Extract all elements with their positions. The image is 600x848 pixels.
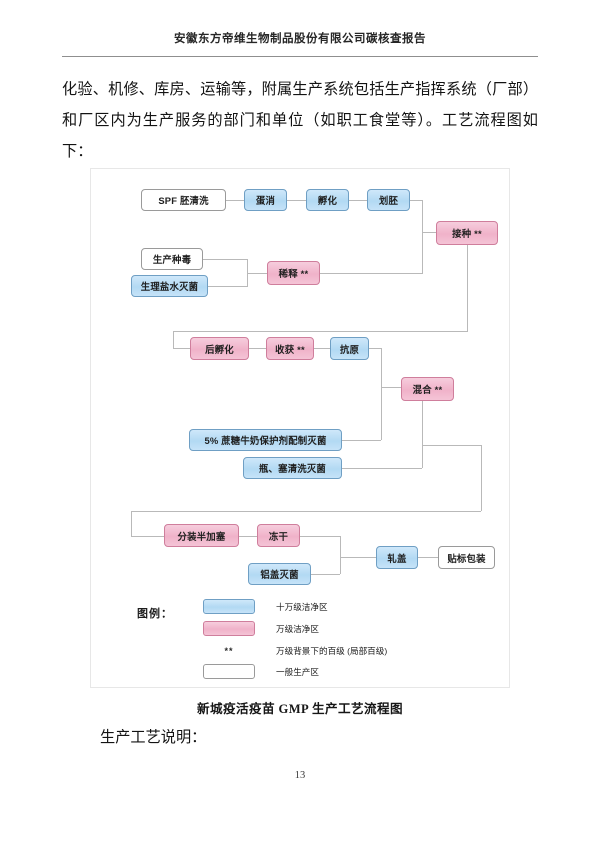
legend-title: 图例： (137, 608, 173, 620)
node-label: 蛋消 (255, 195, 276, 206)
node-saline-sterilization[interactable]: 生理盐水灭菌 (131, 275, 208, 297)
connector-merge-to-xishi (247, 273, 267, 274)
node-label: 后孵化 (205, 343, 234, 355)
connector-zhagai-tiebiao (418, 557, 438, 558)
connector-pingsai-up (422, 445, 423, 468)
node-label: 接种 ** (452, 228, 482, 239)
node-filling-half-stoppering[interactable]: 分装半加塞 (164, 524, 239, 547)
node-label: 5% 蔗糖牛奶保护剂配制灭菌 (204, 435, 327, 446)
connector-right-rail (481, 445, 482, 511)
connector-xishi-right (320, 273, 422, 274)
node-antigen[interactable]: 抗原 (330, 337, 369, 360)
legend-swatch-pink (203, 621, 255, 636)
connector-zhetang-right (342, 440, 381, 441)
node-label: 轧盖 (387, 552, 407, 564)
legend-label-stars: 万级背景下的百级 (局部百级) (276, 646, 388, 656)
body-paragraph: 化验、机修、库房、运输等，附属生产系统包括生产指挥系统（厂部）和厂区内为生产服务… (62, 81, 538, 160)
node-labeling-packaging[interactable]: 贴标包装 (438, 546, 495, 569)
connector-pingsai-right (342, 468, 422, 469)
node-label: 冻干 (268, 530, 289, 542)
legend-swatch-stars: ** (224, 645, 234, 656)
connector-donggan-right (300, 536, 340, 537)
node-inoculation[interactable]: 接种 ** (436, 221, 498, 245)
process-flowchart: SPF 胚清洗 蛋消 孵化 划胚 接种 ** 生产种毒 生理盐水灭菌 稀释 **… (90, 168, 510, 688)
node-label: 收获 ** (275, 343, 305, 355)
connector-into-hunhe (381, 387, 401, 388)
node-capping[interactable]: 轧盖 (376, 546, 418, 569)
connector-lvgai-right (311, 574, 340, 575)
figure-caption: 新城疫活疫苗 GMP 生产工艺流程图 (197, 702, 403, 716)
connector-fenzhuang-down (131, 511, 132, 536)
header-rule (62, 56, 538, 57)
connector-into-houfuhua (173, 348, 190, 349)
node-sucrose-milk-protectant[interactable]: 5% 蔗糖牛奶保护剂配制灭菌 (189, 429, 342, 451)
node-label: 混合 ** (412, 384, 443, 395)
legend-label-pink: 万级洁净区 (276, 624, 319, 634)
connector-fuhua-huapi (349, 200, 367, 201)
node-label: 划胚 (378, 195, 399, 206)
node-harvest[interactable]: 收获 ** (266, 337, 314, 360)
node-label: SPF 胚清洗 (158, 195, 209, 206)
node-embryo-marking[interactable]: 划胚 (367, 189, 410, 211)
node-label: 抗原 (339, 343, 360, 355)
connector-kangyuan-stub (369, 348, 381, 349)
node-bottle-stopper-wash[interactable]: 瓶、塞清洗灭菌 (243, 457, 342, 479)
node-label: 生理盐水灭菌 (140, 281, 199, 292)
connector-lvgai-up (340, 557, 341, 574)
connector-shouhuo-kangyuan (314, 348, 330, 349)
legend-swatch-white (203, 664, 255, 679)
running-header: 安徽东方帝维生物制品股份有限公司碳核查报告 (174, 33, 426, 45)
node-egg-disinfection[interactable]: 蛋消 (244, 189, 287, 211)
connector-kangyuan-drop (381, 348, 382, 387)
connector-to-fenzhuang-row (131, 511, 481, 512)
node-incubation[interactable]: 孵化 (306, 189, 349, 211)
connector-into-zhagai (340, 557, 376, 558)
node-spf-embryo-wash[interactable]: SPF 胚清洗 (141, 189, 226, 211)
connector-yanshui-out (208, 286, 247, 287)
legend-swatch-blue (203, 599, 255, 614)
connector-spf-danxiao (226, 200, 244, 201)
page-number: 13 (294, 770, 306, 781)
trailing-text: 生产工艺说明： (100, 729, 207, 746)
legend-label-white: 一般生产区 (276, 667, 319, 677)
node-label: 瓶、塞清洗灭菌 (258, 463, 327, 474)
connector-zhongdu-out (203, 259, 247, 260)
node-label: 铝盖灭菌 (260, 569, 299, 580)
node-label: 分装半加塞 (177, 530, 226, 542)
connector-into-fenzhuang (131, 536, 164, 537)
connector-houfuhua-down (173, 331, 174, 348)
connector-houfuhua-shouhuo (249, 348, 266, 349)
connector-into-jiezhong (422, 232, 436, 233)
connector-jiezhong-drop (467, 245, 468, 331)
node-blending[interactable]: 混合 ** (401, 377, 454, 401)
connector-huapi-stub (410, 200, 422, 201)
connector-xishi-up (422, 232, 423, 274)
connector-donggan-drop (340, 536, 341, 569)
node-aluminum-cap-sterilization[interactable]: 铝盖灭菌 (248, 563, 311, 585)
node-label: 稀释 ** (278, 268, 309, 279)
connector-hunhe-right (422, 445, 481, 446)
connector-huapi-drop (422, 200, 423, 232)
connector-fenzhuang-donggan (239, 536, 257, 537)
node-label: 生产种毒 (152, 254, 192, 265)
connector-hunhe-drop (422, 401, 423, 445)
connector-zhetang-up (381, 387, 382, 440)
legend-label-blue: 十万级洁净区 (276, 602, 328, 612)
node-label: 贴标包装 (447, 552, 486, 564)
node-dilution[interactable]: 稀释 ** (267, 261, 320, 285)
node-post-incubation[interactable]: 后孵化 (190, 337, 249, 360)
node-freeze-drying[interactable]: 冻干 (257, 524, 300, 547)
connector-danxiao-fuhua (287, 200, 306, 201)
connector-to-houfuhua-row (173, 331, 468, 332)
node-label: 孵化 (317, 195, 338, 206)
node-seed-virus[interactable]: 生产种毒 (141, 248, 203, 270)
